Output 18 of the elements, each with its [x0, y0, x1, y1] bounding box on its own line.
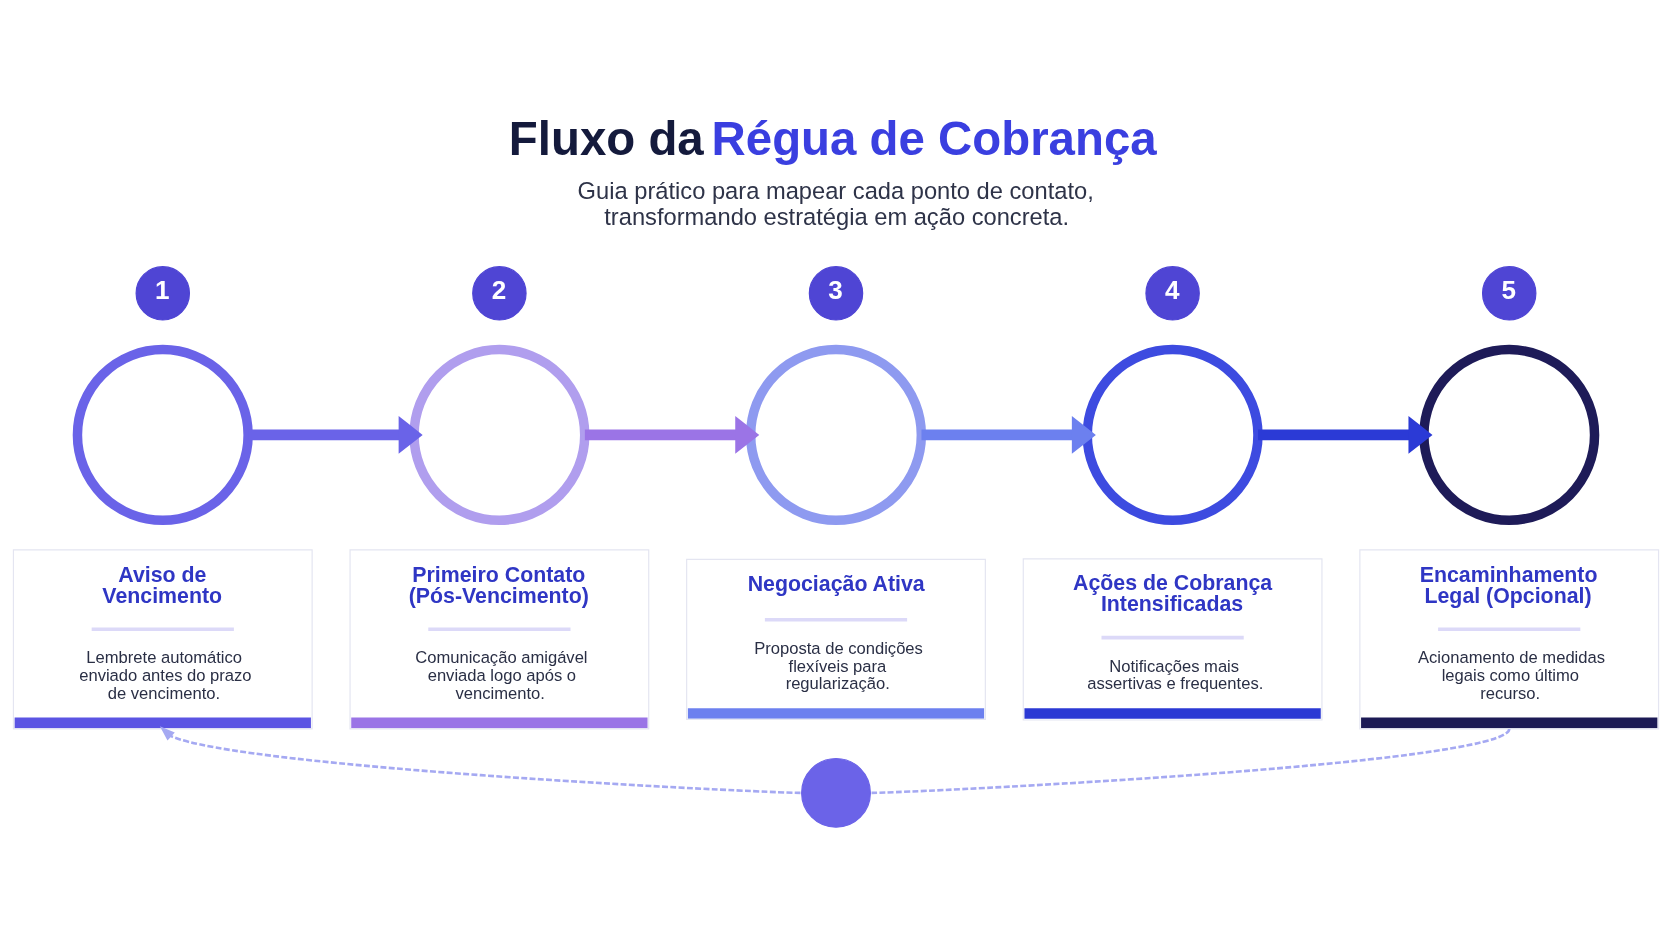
node-circle: 3 [808, 266, 864, 321]
diagram-title: Fluxo da Régua de Cobrança [508, 112, 1157, 166]
node-circle: 4 [1145, 266, 1200, 321]
arrow [921, 416, 1096, 454]
arrow [584, 416, 760, 454]
node-circle [801, 757, 871, 828]
arrow [159, 726, 801, 795]
node-circle: 1 [135, 266, 191, 321]
label: Guia prático para mapear cada ponto de contato, transformando estratégia em ação concreta. [577, 178, 1094, 231]
node-circle [1082, 344, 1263, 525]
node-circle [409, 344, 590, 525]
node-circle [1419, 344, 1600, 525]
arrow [1258, 416, 1433, 454]
node-circle: 2 [472, 266, 527, 321]
connector [871, 727, 1510, 795]
node-circle [745, 344, 927, 525]
node-circle [72, 344, 253, 525]
node-circle: 5 [1481, 266, 1537, 321]
